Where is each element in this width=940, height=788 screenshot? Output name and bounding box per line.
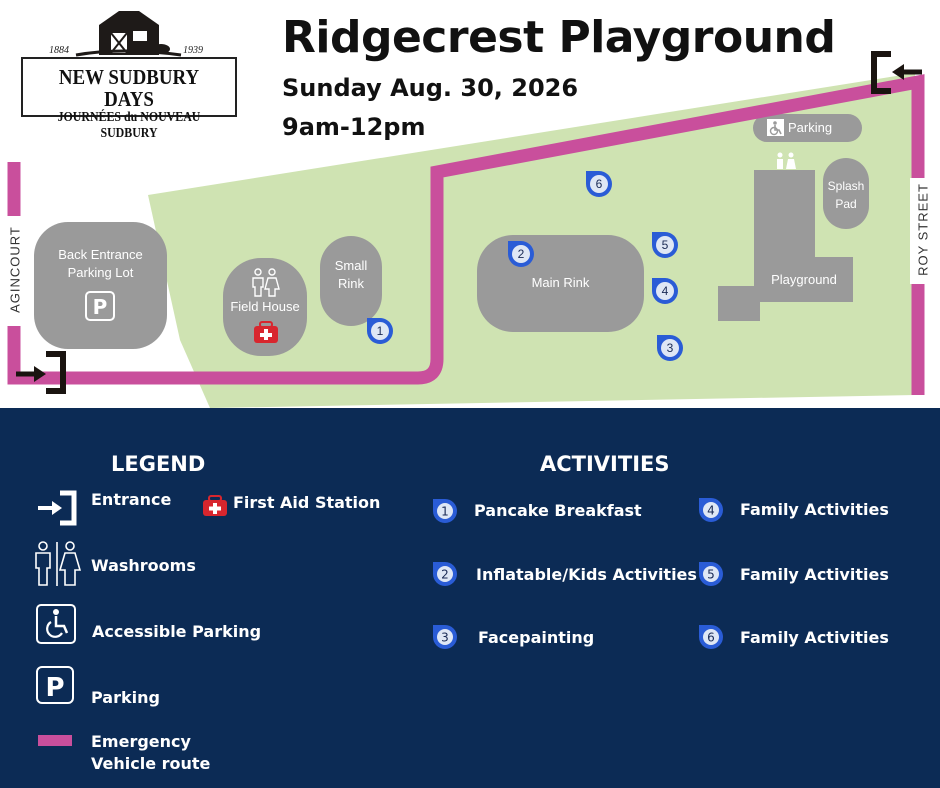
main-rink-label: Main Rink: [531, 275, 590, 290]
washroom-icon-playground: [777, 152, 796, 169]
logo-year-start: 1884: [49, 45, 69, 56]
activity-label-3: Facepainting: [478, 628, 595, 647]
marker-label-2: 2: [517, 247, 525, 261]
activity-marker-3[interactable]: [657, 335, 683, 361]
playground-label: Playground: [771, 272, 837, 287]
activity-icon-3: 3: [433, 625, 457, 649]
activity-marker-5[interactable]: [652, 232, 678, 258]
svg-text:4: 4: [707, 504, 715, 518]
legend-heading: LEGEND: [111, 452, 206, 476]
legend-emergency-route: Emergency Vehicle route: [91, 732, 211, 773]
splash-pad-shape: [823, 158, 869, 229]
activity-marker-4[interactable]: [652, 278, 678, 304]
activity-icon-2: 2: [433, 562, 457, 586]
small-rink-shape: [320, 236, 382, 326]
washroom-icon-map: [252, 268, 280, 297]
logo-line2: JOURNÉES du NOUVEAU SUDBURY: [57, 110, 201, 141]
activity-icon-1: 1: [433, 499, 457, 523]
small-rink-label: Small Rink: [334, 258, 368, 291]
activities-heading: ACTIVITIES: [540, 452, 670, 476]
back-lot-label: Back Entrance Parking Lot: [58, 247, 143, 280]
emergency-route-line: [7, 74, 925, 395]
activity-icon-5: 5: [699, 562, 723, 586]
svg-text:2: 2: [441, 568, 449, 582]
page-title: Ridgecrest Playground: [282, 12, 836, 63]
entrance-icon-right: [871, 51, 922, 94]
accessible-parking-icon: [36, 604, 76, 644]
svg-text:1: 1: [441, 505, 449, 519]
marker-label-6: 6: [595, 177, 603, 191]
svg-text:P: P: [93, 295, 108, 319]
washroom-icon: [35, 541, 81, 586]
activity-label-2: Inflatable/Kids Activities: [476, 565, 697, 584]
logo-year-end: 1939: [183, 45, 203, 56]
logo-line1: NEW SUDBURY DAYS: [58, 65, 200, 111]
field-house-shape: [223, 258, 307, 356]
barn-icon: [75, 11, 182, 57]
activity-label-6: Family Activities: [740, 628, 889, 647]
activity-icon-6: 6: [699, 625, 723, 649]
legend-washrooms: Washrooms: [91, 556, 196, 575]
logo-banner: NEW SUDBURY DAYS JOURNÉES du NOUVEAU SUD…: [21, 57, 237, 141]
activity-marker-6[interactable]: [586, 171, 612, 197]
marker-label-3: 3: [666, 341, 674, 355]
site-map: P 1 2 3 4: [6, 3, 931, 408]
back-lot-shape: [34, 222, 167, 349]
emergency-route-swatch: [38, 735, 72, 746]
new-sudbury-days-logo: 1884 1939 NEW SUDBURY DAYS JOURNÉES du N…: [21, 3, 237, 141]
svg-text:6: 6: [707, 631, 715, 645]
activity-label-1: Pancake Breakfast: [474, 501, 642, 520]
activity-label-5: Family Activities: [740, 565, 889, 584]
marker-label-5: 5: [661, 238, 669, 252]
legend-first-aid: First Aid Station: [233, 493, 381, 512]
marker-label-1: 1: [376, 324, 384, 338]
svg-text:3: 3: [441, 631, 449, 645]
accessible-icon-map: [767, 119, 784, 136]
splash-pad-label: Splash Pad: [827, 179, 865, 211]
marker-label-4: 4: [661, 284, 669, 298]
activity-marker-1[interactable]: [367, 318, 393, 344]
first-aid-icon: [203, 495, 227, 516]
svg-text:5: 5: [707, 568, 715, 582]
svg-text:P: P: [45, 673, 64, 703]
street-roy: ROY STREET: [915, 183, 931, 276]
entrance-icon: [38, 490, 77, 526]
legend-accessible-parking: Accessible Parking: [92, 622, 262, 641]
activity-marker-2[interactable]: [508, 241, 534, 267]
entrance-icon-left: [16, 351, 66, 394]
activity-label-4: Family Activities: [740, 500, 889, 519]
playground-shape: [718, 170, 853, 321]
first-aid-icon-map: [254, 321, 278, 343]
parking-pill-label: Parking: [788, 120, 833, 135]
event-date: Sunday Aug. 30, 2026: [282, 74, 579, 102]
activity-icon-4: 4: [699, 498, 723, 522]
event-time: 9am-12pm: [282, 113, 426, 141]
parking-icon: P: [36, 666, 74, 704]
street-agincourt: AGINCOURT: [7, 226, 23, 313]
parking-icon-map: P: [85, 291, 115, 321]
map-graphics: P: [6, 51, 926, 408]
legend-entrance: Entrance: [91, 490, 172, 509]
legend-panel: LEGEND ACTIVITIES Entrance First Aid Sta…: [0, 408, 940, 788]
legend-parking: Parking: [91, 688, 160, 707]
field-house-label: Field House: [230, 299, 300, 314]
